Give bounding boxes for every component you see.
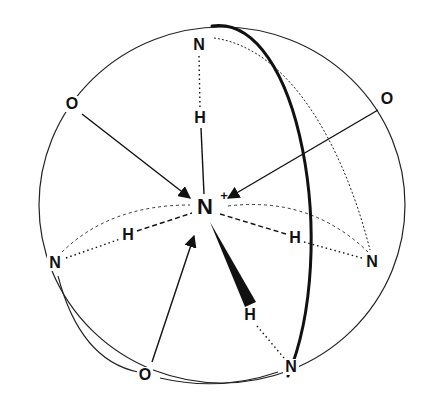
thick-curve	[212, 26, 311, 376]
atom-symbol: O	[379, 91, 395, 108]
arc	[58, 276, 138, 372]
sphere-outline	[39, 27, 405, 383]
atom-symbol: H	[120, 227, 136, 244]
bond	[137, 213, 192, 231]
bond	[220, 214, 286, 234]
hydrogen-bond	[304, 242, 362, 258]
arc	[160, 372, 278, 384]
dashed-arc	[228, 204, 368, 252]
atom-symbol: N	[364, 254, 380, 271]
atom-symbol: N	[191, 37, 207, 54]
charge-sign: +	[220, 189, 228, 203]
atom-symbol: H	[242, 307, 258, 324]
atom-symbol: O	[137, 367, 153, 384]
arrow	[152, 236, 194, 362]
atom-symbol: H	[192, 110, 208, 127]
hydrogen-bond	[199, 56, 200, 108]
atom-symbol: N	[47, 255, 63, 272]
dashed-arc	[62, 205, 190, 252]
central-atom: N	[195, 195, 215, 218]
bond	[201, 128, 204, 194]
atom-symbol: N	[283, 359, 299, 376]
arrow	[82, 114, 190, 198]
atom-symbol: O	[64, 96, 80, 113]
hydrogen-bond	[257, 326, 284, 358]
wedge-bond	[210, 222, 256, 307]
hydrogen-bond	[66, 239, 120, 258]
meridian	[214, 38, 370, 250]
atom-symbol: H	[287, 230, 303, 247]
arrow	[228, 110, 378, 198]
